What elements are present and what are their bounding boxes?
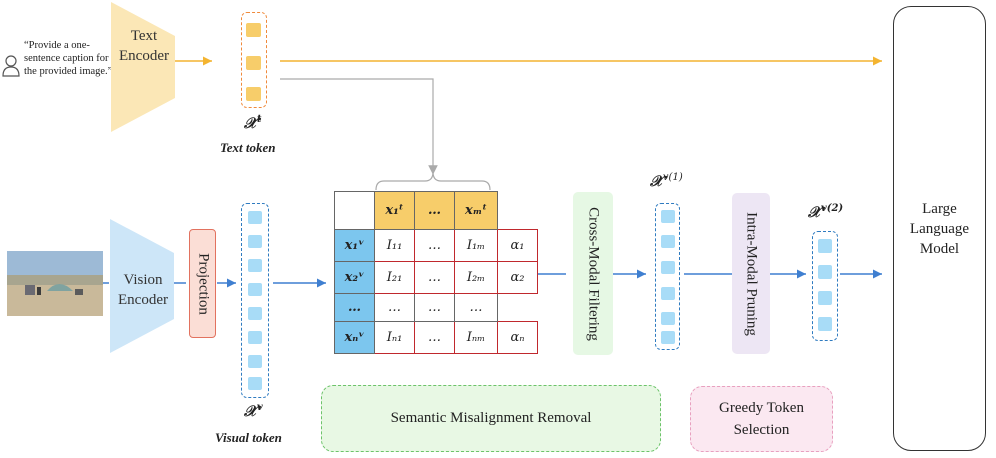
- user-icon: [2, 55, 20, 77]
- filtered-token-symbol: 𝒳v(1): [650, 172, 683, 190]
- text-encoder-shape: [111, 2, 175, 132]
- matrix-header-brace: [375, 171, 491, 191]
- matrix-row-head: x₂ᵛ: [334, 261, 375, 294]
- matrix-alpha: α₁: [497, 229, 538, 262]
- filtered-token: [661, 261, 675, 274]
- matrix-cell: I₂ₘ: [454, 261, 498, 294]
- visual-token-column: [241, 203, 269, 398]
- matrix-cell: …: [414, 321, 455, 354]
- matrix-cell: …: [414, 293, 455, 322]
- arrow-text-tokens-to-matrix: [280, 78, 438, 175]
- pruned-token: [818, 291, 832, 305]
- matrix-cell: …: [414, 261, 455, 294]
- greedy-token-selection-box: Greedy Token Selection: [690, 386, 833, 452]
- matrix-cell: …: [454, 293, 498, 322]
- vision-encoder-label: Vision Encoder: [118, 272, 168, 308]
- matrix-corner: [334, 191, 375, 230]
- pruned-token-symbol: 𝒳v(2): [808, 203, 844, 221]
- matrix-header-cell: …: [414, 191, 455, 230]
- visual-token-symbol: 𝒳v: [244, 402, 263, 420]
- visual-token: [248, 259, 262, 272]
- text-token-caption: Text token: [220, 140, 276, 155]
- filtered-token: [661, 210, 675, 223]
- matrix-row-head: xₙᵛ: [334, 321, 375, 354]
- vision-encoder-shape: [110, 219, 174, 353]
- large-language-model-block: Large Language Model: [893, 6, 986, 451]
- matrix-row-head: x₁ᵛ: [334, 229, 375, 262]
- semantic-misalignment-removal-box: Semantic Misalignment Removal: [321, 385, 661, 452]
- matrix-alpha: [498, 294, 538, 322]
- pruned-token: [818, 265, 832, 279]
- text-encoder-label: Text Encoder: [119, 28, 169, 64]
- llm-label: Large Language Model: [909, 200, 970, 257]
- text-token: [246, 23, 261, 37]
- filtered-token: [661, 331, 675, 344]
- text-token: [246, 56, 261, 70]
- pruned-token: [818, 239, 832, 253]
- visual-token: [248, 307, 262, 320]
- intra-modal-pruning-block: Intra-Modal Pruning: [732, 193, 770, 354]
- pruned-token: [818, 317, 832, 331]
- matrix-cell: I₁ₘ: [454, 229, 498, 262]
- filtered-token: [661, 235, 675, 248]
- matrix-alpha: αₙ: [497, 321, 538, 354]
- visual-token: [248, 355, 262, 368]
- visual-token: [248, 211, 262, 224]
- pruned-token-column: [812, 231, 838, 341]
- matrix-alpha: α₂: [497, 261, 538, 294]
- visual-token: [248, 283, 262, 296]
- input-image: [7, 251, 103, 316]
- matrix-cell: I₁₁: [374, 229, 415, 262]
- cross-modal-filtering-label: Cross-Modal Filtering: [585, 206, 602, 341]
- visual-token: [248, 235, 262, 248]
- matrix-cell: …: [414, 229, 455, 262]
- text-token-column: [241, 12, 267, 108]
- visual-token-caption: Visual token: [215, 430, 282, 445]
- text-token: [246, 87, 261, 101]
- visual-token: [248, 377, 262, 390]
- matrix-header-cell: x₁ᵗ: [374, 191, 415, 230]
- matrix-row-head: …: [334, 293, 375, 322]
- matrix-cell: Iₙₘ: [454, 321, 498, 354]
- projection-block: Projection: [189, 229, 216, 338]
- filtered-token: [661, 287, 675, 300]
- visual-token: [248, 331, 262, 344]
- text-token-symbol: 𝒳t: [244, 114, 262, 132]
- similarity-matrix: x₁ᵗ … xₘᵗ x₁ᵛ I₁₁ … I₁ₘ α₁ x₂ᵛ I₂₁ … I₂ₘ…: [334, 191, 538, 354]
- intra-modal-pruning-label: Intra-Modal Pruning: [743, 211, 760, 336]
- matrix-cell: I₂₁: [374, 261, 415, 294]
- matrix-cell: Iₙ₁: [374, 321, 415, 354]
- filtered-token: [661, 312, 675, 325]
- prompt-text: “Provide a one-sentence caption for the …: [24, 40, 113, 77]
- matrix-cell: …: [374, 293, 415, 322]
- projection-label: Projection: [195, 252, 211, 315]
- filtered-token-column: [655, 203, 680, 350]
- matrix-header-cell: xₘᵗ: [454, 191, 498, 230]
- cross-modal-filtering-block: Cross-Modal Filtering: [573, 192, 613, 355]
